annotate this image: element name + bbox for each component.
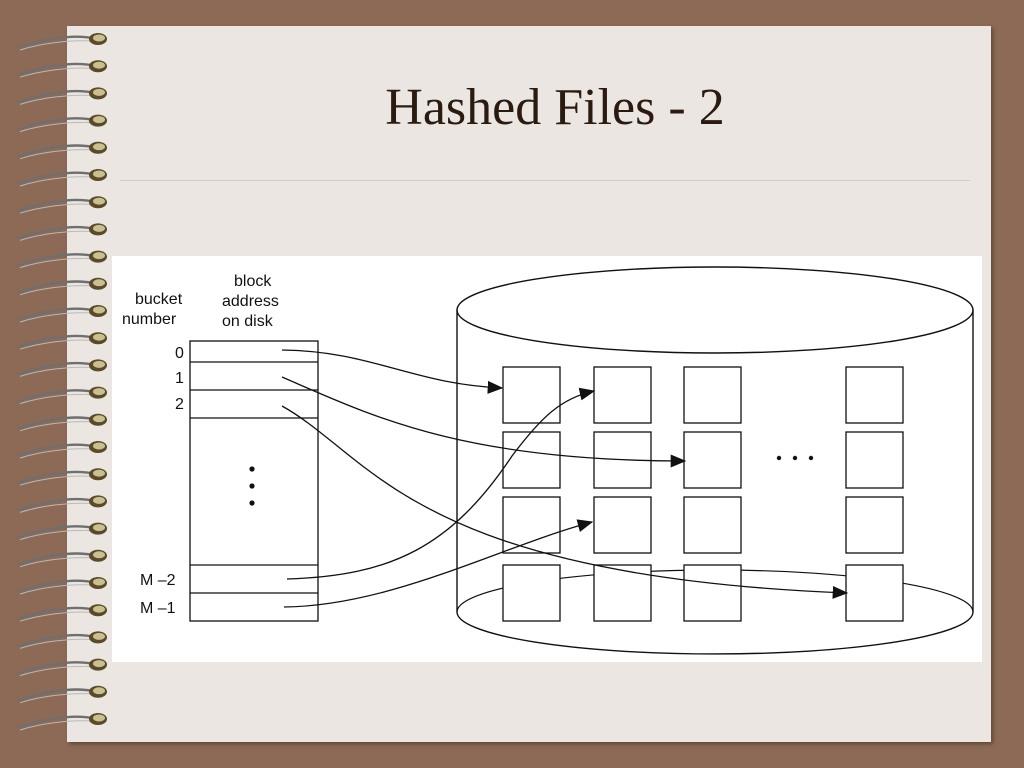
spiral-ring: [17, 441, 107, 459]
spiral-binding: [17, 33, 107, 731]
spiral-ring: [17, 549, 107, 568]
spiral-ring: [17, 141, 107, 160]
disk-block: [593, 496, 652, 554]
spiral-ring: [17, 87, 107, 105]
disk-block: [683, 366, 742, 424]
block-address-header-line3: on disk: [222, 313, 274, 330]
spiral-ring: [17, 223, 107, 241]
spiral-ring: [17, 196, 107, 214]
spiral-ring: [17, 169, 107, 187]
grid-dot: [808, 455, 814, 461]
disk-block: [845, 431, 904, 489]
disk-block: [502, 366, 561, 424]
disk-block: [845, 496, 904, 554]
disk-block: [502, 431, 561, 489]
spiral-ring: [17, 332, 107, 350]
spiral-ring: [17, 468, 107, 486]
spiral-ring: [17, 685, 107, 704]
block-address-header-line1: block: [234, 273, 272, 290]
spiral-ring: [17, 60, 107, 78]
disk-block: [845, 564, 904, 622]
bucket-label-0: 0: [175, 345, 184, 362]
bucket-label-m-2: M –2: [140, 572, 176, 589]
block-address-header-line2: address: [222, 293, 279, 310]
bucket-label-m-1: M –1: [140, 600, 176, 617]
spiral-ring: [17, 604, 107, 622]
disk-block: [845, 366, 904, 424]
table-dot: [249, 500, 255, 506]
disk-block: [502, 564, 561, 622]
bucket-label-1: 1: [175, 370, 184, 387]
arrow-bucket-1: [281, 376, 687, 468]
disk-cylinder: [456, 266, 974, 655]
disk-block: [502, 496, 561, 554]
hashed-file-diagram: bucket number block address on disk 0 1 …: [112, 256, 982, 662]
bucket-table: [189, 340, 319, 622]
spiral-ring: [17, 359, 107, 377]
spiral-ring: [17, 277, 107, 296]
arrow-bucket-0: [281, 349, 504, 394]
spiral-ring: [17, 250, 107, 269]
bucket-label-2: 2: [175, 396, 184, 413]
disk-block: [683, 564, 742, 622]
grid-dot: [776, 455, 782, 461]
table-dot: [249, 466, 255, 472]
spiral-ring: [17, 495, 107, 513]
spiral-ring: [17, 577, 107, 595]
arrow-bucket-2: [281, 405, 849, 599]
table-dot: [249, 483, 255, 489]
spiral-ring: [17, 386, 107, 405]
spiral-ring: [17, 114, 107, 133]
arrow-bucket-m-2: [286, 387, 596, 580]
spiral-ring: [17, 522, 107, 541]
disk-block: [683, 431, 742, 489]
disk-block: [683, 496, 742, 554]
slide-title: Hashed Files - 2: [385, 79, 725, 136]
spiral-ring: [17, 33, 107, 51]
grid-dot: [792, 455, 798, 461]
spiral-ring: [17, 305, 107, 323]
spiral-ring: [17, 713, 107, 731]
bucket-number-header-line2: number: [122, 311, 177, 328]
disk-block-grid: [502, 366, 904, 622]
arrow-bucket-m-1: [283, 519, 594, 608]
title-divider: [120, 180, 970, 181]
spiral-ring: [17, 631, 107, 649]
spiral-ring: [17, 658, 107, 677]
disk-block: [593, 366, 652, 424]
bucket-number-header-line1: bucket: [135, 291, 183, 308]
spiral-ring: [17, 413, 107, 432]
bucket-pointer-arrows: [281, 349, 849, 608]
